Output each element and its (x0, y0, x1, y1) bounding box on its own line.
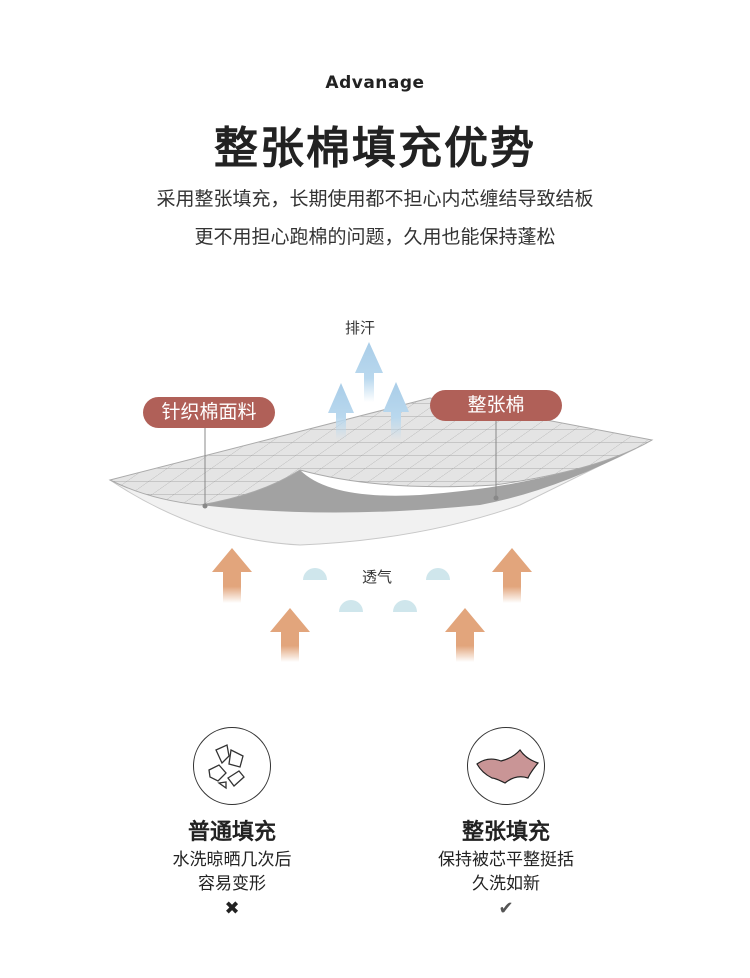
cotton-layer (200, 440, 652, 513)
up-arrow-icon (383, 382, 409, 440)
up-arrow-icon (212, 548, 252, 603)
up-arrow-icon (270, 608, 310, 662)
regular-fill-column: 普通填充 水洗晾晒几次后 容易变形 ✖ (122, 818, 342, 922)
whole-fill-desc: 久洗如新 (472, 874, 540, 894)
fabric-label-pill: 针织棉面料 (143, 397, 275, 428)
up-arrow-icon (328, 383, 354, 440)
check-icon: ✔ (498, 898, 514, 919)
air-bubbles (303, 568, 450, 612)
sweat-arrows (328, 342, 409, 440)
up-arrow-icon (355, 342, 383, 402)
broken-pieces-icon (193, 727, 271, 805)
whole-sheet-icon (467, 727, 545, 805)
page-title: 整张棉填充优势 (214, 123, 536, 174)
cotton-label-pill: 整张棉 (430, 390, 562, 421)
subtitle-line: 采用整张填充，长期使用都不担心内芯缠结导致结板 (156, 188, 594, 210)
whole-fill-column: 整张填充 保持被芯平整挺括 久洗如新 ✔ (396, 818, 616, 922)
sweat-label: 排汗 (345, 319, 376, 337)
warm-air-arrows (212, 548, 532, 662)
breathable-label: 透气 (362, 568, 393, 586)
up-arrow-icon (492, 548, 532, 603)
eyebrow-text: Advanage (325, 73, 425, 93)
cross-icon: ✖ (224, 898, 240, 919)
subtitle-line: 更不用担心跑棉的问题，久用也能保持蓬松 (194, 226, 556, 248)
regular-fill-desc: 水洗晾晒几次后 (172, 850, 292, 870)
regular-fill-title: 普通填充 (187, 820, 276, 845)
whole-fill-desc: 保持被芯平整挺括 (438, 850, 574, 870)
whole-fill-title: 整张填充 (461, 820, 550, 845)
mat-top-grid (108, 397, 654, 506)
regular-fill-desc: 容易变形 (198, 874, 266, 894)
up-arrow-icon (445, 608, 485, 662)
fabric-diagram (108, 342, 654, 662)
